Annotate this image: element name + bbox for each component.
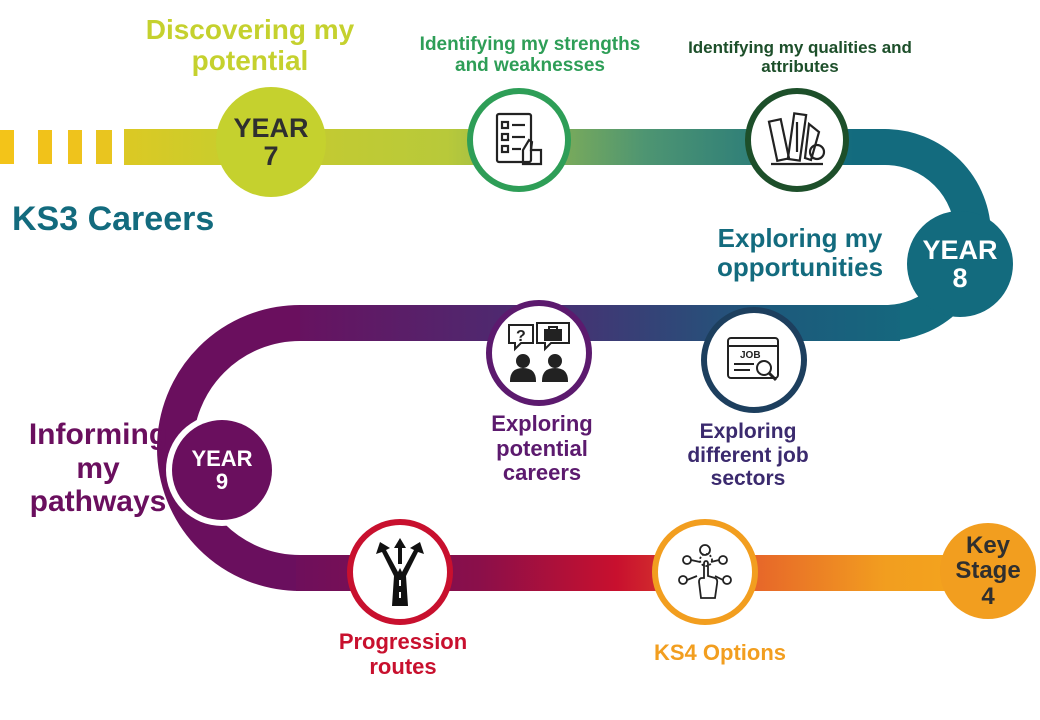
checklist-thumbs-up-icon — [495, 112, 543, 166]
key-stage-4-badge: Key Stage 4 — [940, 523, 1036, 619]
step-label-qualities: Identifying my qualities and attributes — [688, 38, 912, 77]
node-ks4-options — [652, 519, 758, 625]
diverging-road-icon — [376, 538, 424, 606]
page-title: KS3 Careers — [12, 200, 215, 238]
question-mark: ? — [516, 328, 526, 345]
hand-touch-network-icon — [678, 544, 732, 599]
stage-heading-year-7: Discovering my potential — [145, 14, 355, 77]
step-label-job-sectors: Exploring different job sectors — [687, 420, 809, 491]
step-label-potential-careers: Exploring potential careers — [491, 411, 593, 486]
career-discussion-icon: ? — [508, 322, 570, 382]
year-8-badge: YEAR 8 — [907, 211, 1013, 317]
node-strengths — [467, 88, 571, 192]
node-progression — [347, 519, 453, 625]
year-7-badge: YEAR 7 — [216, 87, 326, 197]
step-label-strengths: Identifying my strengths and weaknesses — [419, 34, 641, 77]
art-tools-icon — [767, 112, 826, 166]
step-label-progression: Progression routes — [338, 629, 468, 679]
year-9-badge: YEAR 9 — [172, 420, 272, 520]
job-text: JOB — [740, 350, 761, 361]
job-search-icon: JOB — [727, 337, 779, 382]
stage-heading-year-8: Exploring my opportunities — [716, 223, 884, 283]
stage-heading-year-9: Informing my pathways — [28, 418, 168, 519]
node-qualities — [745, 88, 849, 192]
step-label-ks4-options: KS4 Options — [653, 640, 786, 665]
node-potential-careers: ? — [486, 300, 592, 406]
node-job-sectors: JOB — [701, 307, 807, 413]
